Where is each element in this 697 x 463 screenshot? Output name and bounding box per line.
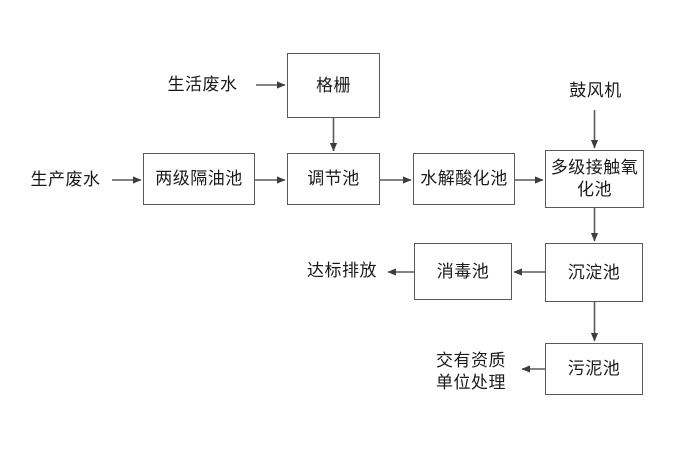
label-production-wastewater: 生产废水	[30, 170, 101, 190]
node-sedimentation-tank[interactable]: 沉淀池	[545, 243, 643, 302]
node-disinfection-tank[interactable]: 消毒池	[414, 243, 512, 300]
label-qualified-unit-treatment: 交有资质 单位处理	[436, 351, 506, 393]
node-contact-oxidation-tank[interactable]: 多级接触氧 化池	[545, 150, 644, 208]
label-compliant-discharge: 达标排放	[307, 261, 377, 281]
node-grille[interactable]: 格栅	[287, 53, 380, 118]
node-oil-separator[interactable]: 两级隔油池	[143, 153, 255, 205]
node-sludge-tank[interactable]: 污泥池	[545, 343, 643, 395]
label-blower: 鼓风机	[569, 81, 622, 101]
label-domestic-wastewater: 生活废水	[167, 75, 238, 95]
node-hydrolysis-acidification-tank[interactable]: 水解酸化池	[413, 153, 515, 205]
node-regulating-tank[interactable]: 调节池	[287, 153, 380, 205]
